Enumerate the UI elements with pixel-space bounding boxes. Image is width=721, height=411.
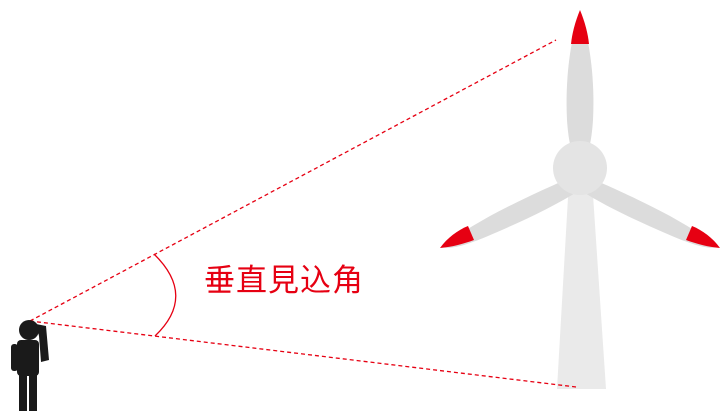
turbine-hub — [553, 141, 607, 195]
view-angle-arc — [153, 253, 177, 337]
wind-turbine-icon — [440, 10, 720, 389]
vertical-view-angle-label: 垂直見込角 — [204, 263, 364, 299]
turbine-blade-left — [440, 176, 580, 248]
sight-line-bottom — [29, 320, 577, 388]
turbine-tower — [557, 180, 606, 389]
sight-line-top — [29, 39, 557, 322]
person-icon — [11, 320, 49, 411]
turbine-blade-right — [580, 176, 720, 248]
turbine-blade-top — [566, 10, 594, 160]
